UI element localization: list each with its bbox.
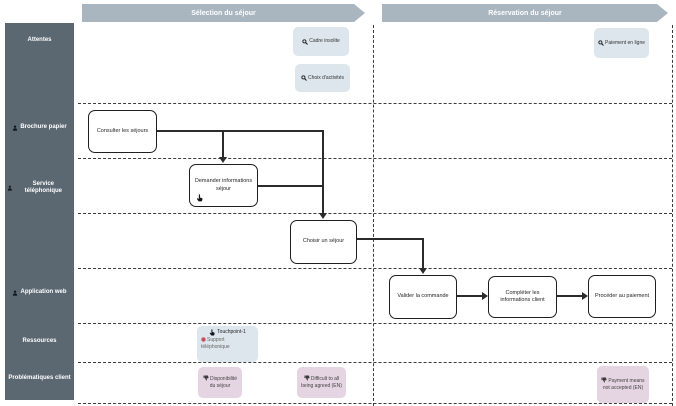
step-label: Consulter les séjours [96,127,149,134]
magnifier-icon [301,75,307,81]
support-label: Support téléphonique [201,337,230,350]
lane-label-text: Problématiques client [8,375,71,381]
phase-header-reservation: Réservation du séjour [382,4,668,22]
lane-label-text: Application web [20,289,67,295]
lane-divider [78,103,672,104]
magnifier-icon [598,40,604,46]
note-choix-activites[interactable]: Choix d'activités [295,64,350,92]
support-dot-icon [201,337,206,342]
connector-line [322,130,324,213]
arrowhead-right [482,292,488,300]
lane-label-attentes: Attentes [5,37,74,44]
lane-divider [78,362,672,363]
connector-line [557,295,583,297]
phase-divider [672,25,673,406]
problem-label: Disponibilité du séjour [201,375,239,390]
step-label: Demander informations séjour [194,178,253,192]
step-label: Choisir un séjour [302,238,345,245]
resource-touchpoint-box[interactable]: Touchpoint-1 Support téléphonique [197,326,258,362]
hand-pointer-icon [196,194,203,202]
phase-header-selection: Sélection du séjour [82,4,365,22]
lane-label-text: Service téléphonique [24,181,63,195]
phase-divider [373,25,374,406]
lane-divider [78,158,672,159]
problem-payment-not-accepted[interactable]: Payment means not accepted (EN) [597,366,649,403]
connector-line [422,238,424,269]
lane-label-text: Ressources [22,338,57,344]
person-icon [13,125,18,131]
person-icon [13,290,18,296]
step-completer-les-informations-client[interactable]: Compléter les informations client [488,276,557,318]
connector-line [222,130,224,157]
lane-label-text: Attentes [27,37,52,43]
step-valider-la-commande[interactable]: Valider la commande [389,275,457,319]
lane-label-ressources: Ressources [5,338,74,345]
thumbs-down-icon [601,377,607,383]
arrowhead-down [219,157,227,163]
step-label: Valider la commande [397,293,449,300]
connector-line [357,238,423,240]
lane-label-brochure: Brochure papier [5,124,74,131]
connector-line [258,185,323,187]
connector-line [157,130,323,132]
arrowhead-right [582,292,588,300]
note-label: Paiement en ligne [604,39,646,46]
magnifier-icon [302,38,309,45]
arrowhead-down [419,268,427,274]
lane-label-telephone: Service téléphonique [5,181,74,195]
problem-label: Payment means not accepted (EN) [601,377,645,391]
person-icon [7,185,12,191]
step-label: Procéder au paiement [594,292,650,299]
hand-pointer-icon [209,329,215,336]
note-label: Cadre insolite [309,38,340,45]
problem-label: Difficult to all being agreed (EN) [301,375,342,389]
step-label: Compléter les informations client [500,289,545,303]
lane-label-text: Brochure papier [20,124,67,130]
connector-line [457,295,483,297]
note-paiement-en-ligne[interactable]: Paiement en ligne [594,28,649,58]
thumbs-down-icon [203,375,209,381]
lane-divider [78,403,672,404]
step-choisir-un-sejour[interactable]: Choisir un séjour [290,220,357,264]
problem-disponibilite-sejour[interactable]: Disponibilité du séjour [198,367,242,398]
step-demander-informations-sejour[interactable]: Demander informations séjour [189,164,258,207]
lane-label-problematiques: Problématiques client [5,375,74,382]
problem-difficult-to-agree[interactable]: Difficult to all being agreed (EN) [297,367,346,398]
step-consulter-les-sejours[interactable]: Consulter les séjours [88,110,157,153]
step-proceder-au-paiement[interactable]: Procéder au paiement [588,275,656,318]
lane-divider [78,268,672,269]
touchpoint-label: Touchpoint-1 [217,329,246,336]
lane-label-application: Application web [5,289,74,296]
thumbs-down-icon [304,375,310,381]
lane-sidebar [5,23,74,400]
note-cadre-insolite[interactable]: Cadre insolite [293,27,349,56]
arrowhead-down [319,213,327,219]
lane-divider [78,213,672,214]
note-label: Choix d'activités [308,74,344,81]
lane-divider [78,323,672,324]
